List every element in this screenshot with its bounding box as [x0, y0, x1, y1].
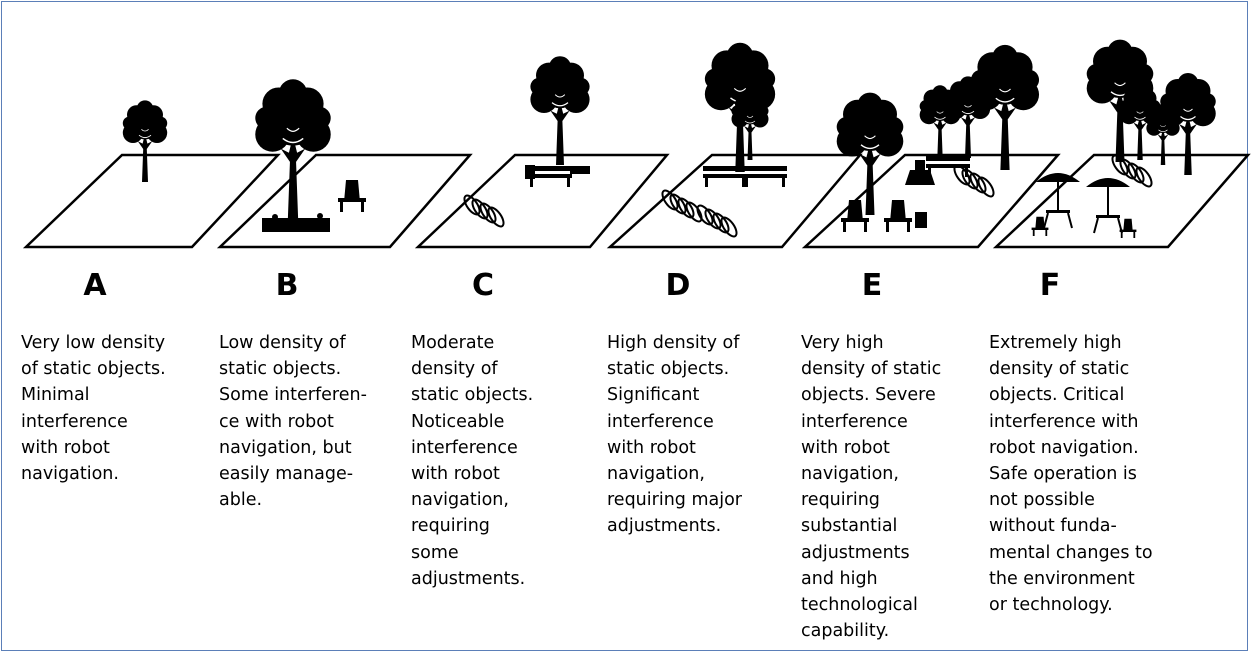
- level-f-letter: F: [1039, 268, 1061, 303]
- panel-b-illustration: [216, 78, 473, 249]
- level-a-letter: A: [83, 268, 107, 303]
- panel-c-illustration: [414, 55, 670, 249]
- level-d-letter: D: [665, 268, 691, 303]
- level-e-description: Very high density of static objects. Sev…: [801, 333, 942, 642]
- level-e-letter: E: [861, 268, 883, 303]
- panel-d-illustration: [606, 42, 863, 249]
- level-d-description: High density of static objects. Signific…: [607, 333, 742, 537]
- level-c-letter: C: [471, 268, 495, 303]
- level-b-description: Low density of static objects. Some inte…: [219, 333, 367, 511]
- level-c-description: Moderate density of static objects. Noti…: [411, 333, 534, 589]
- panel-f-illustration: [992, 38, 1251, 249]
- panel-e-illustration: [801, 44, 1061, 249]
- level-a-description: Very low density of static objects. Mini…: [21, 333, 166, 485]
- level-f-description: Extremely high density of static objects…: [989, 333, 1153, 616]
- level-b-letter: B: [275, 268, 299, 303]
- panel-a-illustration: [22, 99, 281, 249]
